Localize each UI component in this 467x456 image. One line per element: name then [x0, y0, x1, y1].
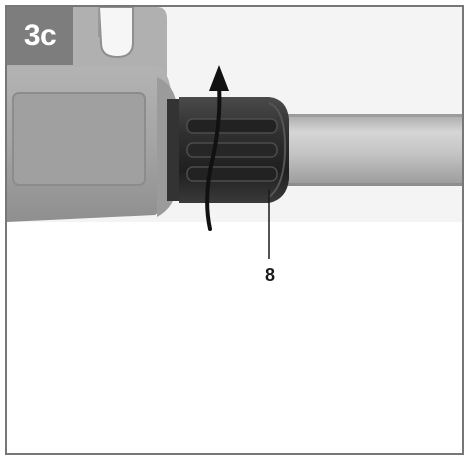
- rotation-arrow-icon: [205, 65, 229, 231]
- extension-tube: [277, 114, 462, 186]
- tool-illustration: [7, 7, 462, 453]
- step-badge: 3c: [7, 7, 73, 65]
- rotating-collar: [167, 97, 289, 203]
- figure-frame: 3c 8: [5, 5, 464, 455]
- part-number-label: 8: [264, 265, 275, 285]
